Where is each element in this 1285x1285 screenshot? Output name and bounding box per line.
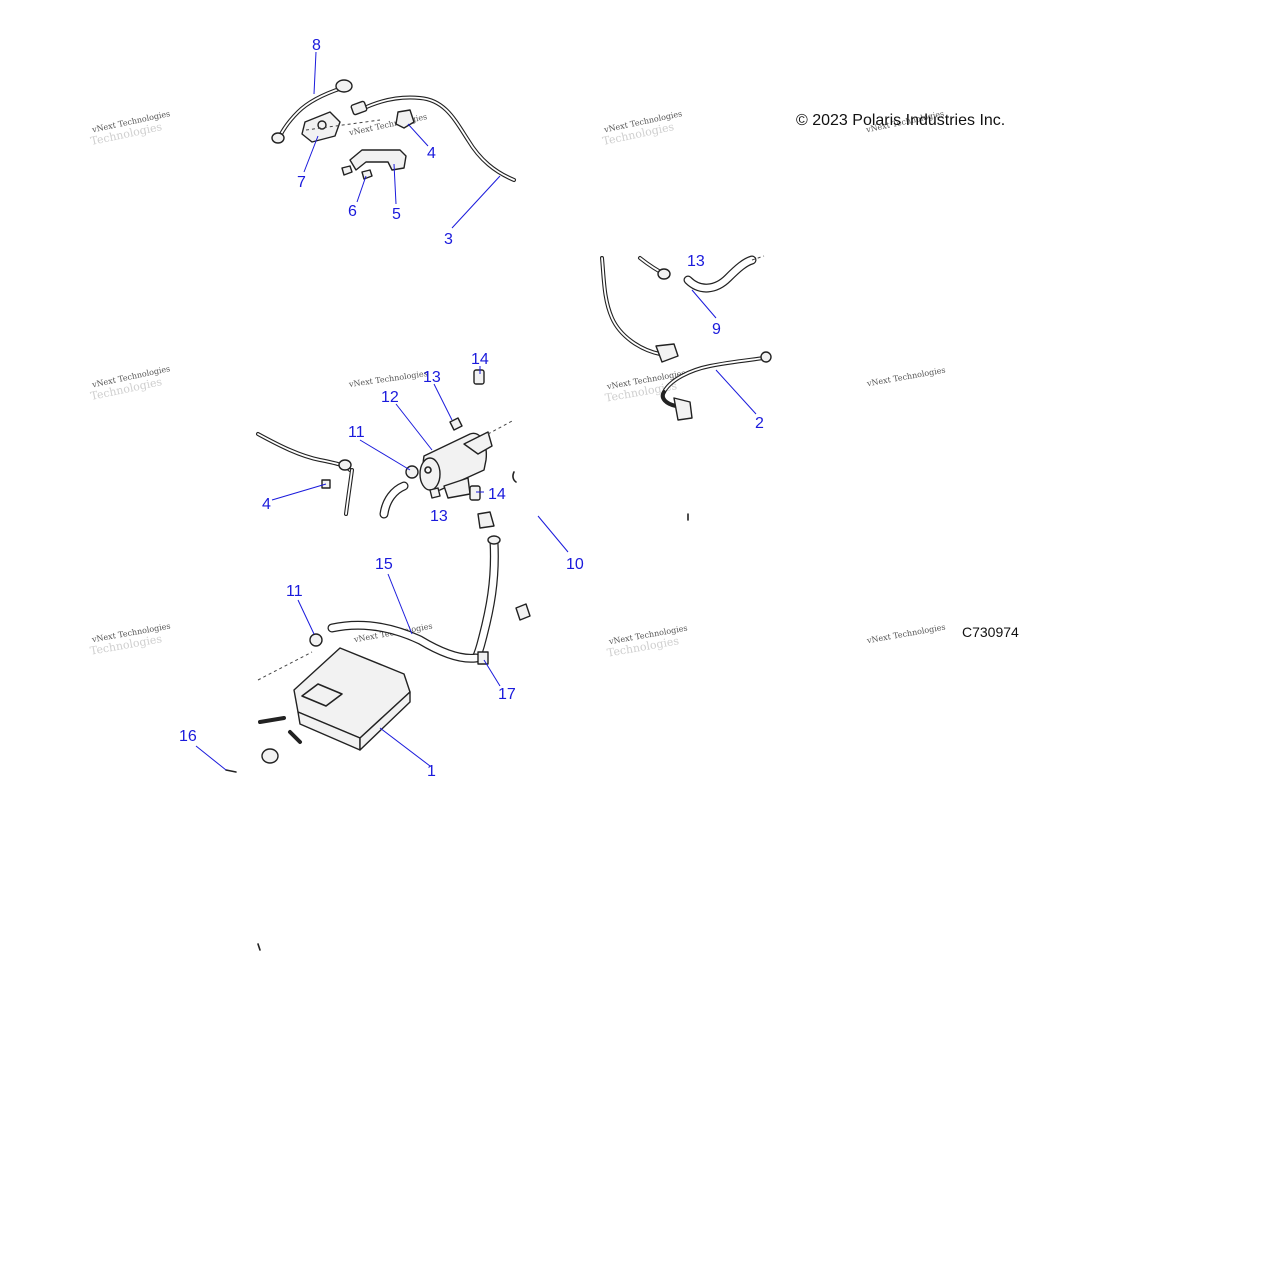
watermark: vNext Technologies [347, 112, 428, 138]
callout-11: 11 [286, 583, 303, 600]
callout-13: 13 [687, 253, 705, 270]
callout-7: 7 [297, 174, 306, 191]
copyright-notice: © 2023 Polaris Industries Inc. [796, 112, 1005, 129]
callout-14: 14 [488, 486, 506, 503]
tile-evap-canister [225, 535, 531, 951]
callout-3: 3 [444, 231, 453, 248]
tile-charcoal-canister-mount [256, 369, 517, 529]
callout-1: 1 [427, 763, 436, 780]
watermark: vNext Technologies [865, 366, 946, 389]
callout-5: 5 [392, 206, 401, 223]
callout-2: 2 [755, 415, 764, 432]
callout-4: 4 [262, 496, 271, 513]
figure-id: C730974 [962, 624, 1019, 640]
watermark: vNext Technologies [347, 369, 428, 389]
callout-13: 13 [423, 369, 441, 386]
callout-10: 10 [566, 556, 584, 573]
callout-8: 8 [312, 37, 321, 54]
watermark: Technologies vNext Technologies [606, 624, 688, 660]
callout-17: 17 [498, 686, 516, 703]
callout-13: 13 [430, 508, 448, 525]
watermark: Technologies vNext Technologies [89, 364, 171, 403]
callout-labels: 8 4 7 6 5 3 13 9 2 14 13 12 11 4 14 13 1… [179, 37, 764, 780]
watermark: Technologies vNext Technologies [89, 109, 171, 148]
watermark: Technologies vNext Technologies [601, 109, 683, 148]
watermark: Technologies vNext Technologies [89, 622, 171, 658]
callout-leaders [195, 51, 757, 771]
callout-15: 15 [375, 556, 393, 573]
watermark-text: vNext Technologies [865, 366, 946, 389]
callout-16: 16 [179, 728, 197, 745]
tile-fuel-line-assembly [600, 255, 772, 521]
callout-9: 9 [712, 321, 721, 338]
watermark: vNext Technologies [865, 623, 946, 646]
callout-6: 6 [348, 203, 357, 220]
callout-11: 11 [348, 424, 365, 441]
callout-12: 12 [381, 389, 399, 406]
callout-4: 4 [427, 145, 436, 162]
tile-vent-hose-assembly [271, 79, 516, 182]
watermark-text: vNext Technologies [347, 112, 428, 138]
watermark-text: vNext Technologies [865, 623, 946, 646]
callout-14: 14 [471, 351, 489, 368]
watermark-text: vNext Technologies [347, 369, 428, 389]
